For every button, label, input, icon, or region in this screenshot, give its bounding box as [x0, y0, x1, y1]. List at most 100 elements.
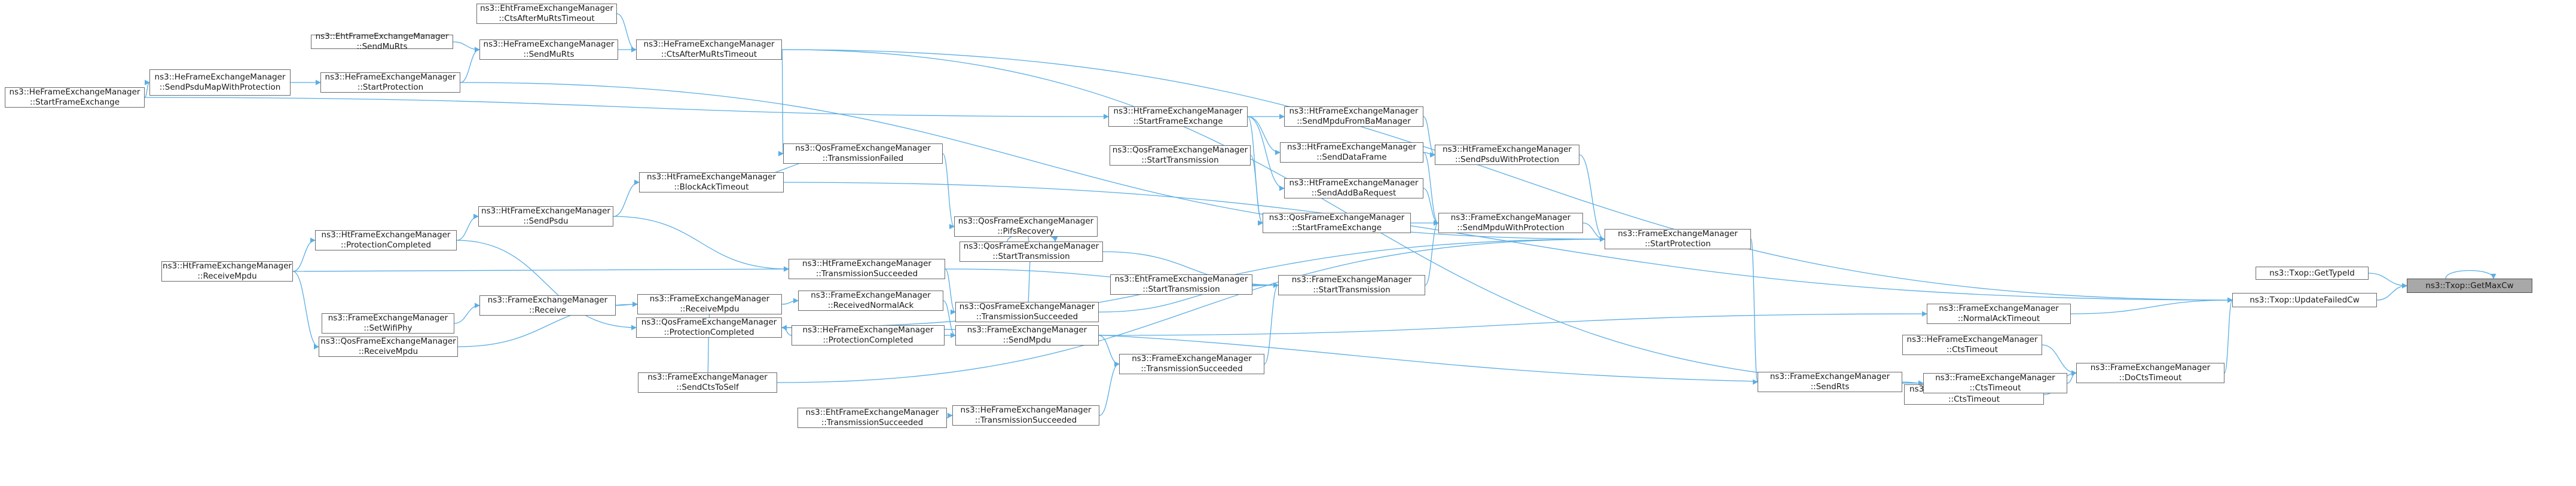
- node-label-line-1: ns3::EhtFrameExchangeManager: [805, 408, 939, 417]
- call-edge: [1425, 220, 1439, 286]
- node-label-line-2: ::StartProtection: [357, 82, 424, 92]
- call-edge: [292, 271, 319, 350]
- node-label-line-2: ::ProtectionCompleted: [664, 328, 754, 337]
- node-label-line-1: ns3::QosFrameExchangeManager: [1112, 145, 1248, 155]
- graph-node-ht-block-ack-timeout[interactable]: ns3::HtFrameExchangeManager::BlockAckTim…: [639, 172, 784, 192]
- graph-node-qos-transmission-failed[interactable]: ns3::QosFrameExchangeManager::Transmissi…: [783, 143, 943, 164]
- graph-node-ht-send-add-ba-request[interactable]: ns3::HtFrameExchangeManager::SendAddBaRe…: [1284, 178, 1423, 198]
- graph-node-eht-send-mu-rts[interactable]: ns3::EhtFrameExchangeManager::SendMuRts: [311, 32, 453, 51]
- graph-node-fem-send-rts[interactable]: ns3::FrameExchangeManager::SendRts: [1758, 372, 1902, 392]
- node-label-line-2: ::SendMpduWithProtection: [1457, 223, 1564, 233]
- node-label-line-2: ::StartProtection: [1645, 239, 1711, 249]
- node-label-line-2: ::CtsAfterMuRtsTimeout: [661, 50, 757, 59]
- node-label-line-1: ns3::HtFrameExchangeManager: [1113, 106, 1243, 116]
- call-edge: [1099, 361, 1120, 416]
- graph-node-qos-transmission-succeeded[interactable]: ns3::QosFrameExchangeManager::Transmissi…: [955, 302, 1099, 322]
- graph-node-he-cts-timeout[interactable]: ns3::HeFrameExchangeManager::CtsTimeout: [1902, 335, 2042, 355]
- node-label-line-1: ns3::QosFrameExchangeManager: [958, 216, 1094, 226]
- graph-node-fem-normal-ack-timeout[interactable]: ns3::FrameExchangeManager::NormalAckTime…: [1927, 304, 2071, 324]
- node-label-line-2: ::ReceiveMpdu: [197, 271, 257, 281]
- graph-node-qos-protection-completed[interactable]: ns3::QosFrameExchangeManager::Protection…: [636, 317, 782, 338]
- call-edge: [781, 49, 2233, 303]
- graph-node-eht-transmission-succeeded[interactable]: ns3::EhtFrameExchangeManager::Transmissi…: [797, 408, 947, 428]
- graph-node-fem-send-mpdu-with-protection[interactable]: ns3::FrameExchangeManager::SendMpduWithP…: [1438, 213, 1583, 233]
- graph-node-qos-pifs-recovery[interactable]: ns3::QosFrameExchangeManager::PifsRecove…: [954, 216, 1098, 237]
- call-edge: [1098, 335, 1120, 367]
- node-label-line-2: ::ReceiveMpdu: [358, 347, 418, 356]
- graph-node-qos-receive-mpdu[interactable]: ns3::QosFrameExchangeManager::ReceiveMpd…: [319, 337, 458, 357]
- graph-node-txop-get-max-cw[interactable]: ns3::Txop::GetMaxCw: [2407, 279, 2532, 293]
- graph-node-qos-start-frame-exchange[interactable]: ns3::QosFrameExchangeManager::StartFrame…: [1263, 213, 1411, 233]
- node-label-line-1: ns3::FrameExchangeManager: [811, 291, 931, 300]
- graph-node-ht-send-psdu[interactable]: ns3::HtFrameExchangeManager::SendPsdu: [478, 206, 613, 227]
- call-edge: [1247, 116, 1285, 191]
- call-edge: [2070, 297, 2233, 314]
- graph-node-ht-protection-completed[interactable]: ns3::HtFrameExchangeManager::ProtectionC…: [315, 230, 457, 250]
- graph-node-fem-transmission-succeeded[interactable]: ns3::FrameExchangeManager::TransmissionS…: [1119, 354, 1264, 374]
- graph-node-fem-do-cts-timeout[interactable]: ns3::FrameExchangeManager::DoCtsTimeout: [2076, 363, 2224, 383]
- graph-node-ht-send-mpdu-from-ba-manager[interactable]: ns3::HtFrameExchangeManager::SendMpduFro…: [1284, 106, 1423, 127]
- node-label-line-2: ::SendCtsToSelf: [676, 383, 739, 392]
- call-edge: [945, 268, 956, 315]
- graph-node-he-start-protection[interactable]: ns3::HeFrameExchangeManager::StartProtec…: [320, 72, 460, 93]
- graph-node-fem-start-protection[interactable]: ns3::FrameExchangeManager::StartProtecti…: [1605, 229, 1751, 249]
- graph-node-fem-receive[interactable]: ns3::FrameExchangeManager::Receive: [479, 295, 616, 316]
- node-label-line-2: ::StartFrameExchange: [1133, 117, 1223, 126]
- call-edge: [2067, 370, 2077, 384]
- node-label-line-1: ns3::HtFrameExchangeManager: [481, 206, 610, 216]
- call-edge: [616, 13, 637, 53]
- call-edge: [2368, 273, 2407, 289]
- graph-node-fem-send-cts-to-self[interactable]: ns3::FrameExchangeManager::SendCtsToSelf: [638, 372, 777, 393]
- node-label-line-1: ns3::QosFrameExchangeManager: [320, 337, 456, 346]
- graph-node-fem-receive-mpdu[interactable]: ns3::FrameExchangeManager::ReceiveMpdu: [637, 294, 782, 314]
- node-label-line-2: ::TransmissionSucceeded: [821, 418, 924, 427]
- graph-node-fem-start-transmission[interactable]: ns3::FrameExchangeManager::StartTransmis…: [1278, 275, 1425, 295]
- call-edge: [781, 298, 799, 305]
- graph-node-ht-receive-mpdu[interactable]: ns3::HtFrameExchangeManager::ReceiveMpdu: [161, 261, 293, 282]
- node-label-line-2: ::ReceiveMpdu: [680, 304, 740, 314]
- node-label-line-1: ns3::EhtFrameExchangeManager: [1114, 274, 1248, 284]
- node-label-line-1: ns3::FrameExchangeManager: [1450, 213, 1571, 222]
- node-label-line-2: ::TransmissionSucceeded: [815, 269, 918, 279]
- graph-node-ht-start-frame-exchange-he[interactable]: ns3::HeFrameExchangeManager::StartFrameE…: [5, 87, 145, 108]
- call-edge: [1264, 282, 1279, 365]
- graph-node-he-send-psdu-map-prot[interactable]: ns3::HeFrameExchangeManager::SendPsduMap…: [149, 69, 291, 96]
- graph-node-ht-start-frame-exchange[interactable]: ns3::HtFrameExchangeManager::StartFrameE…: [1108, 106, 1248, 127]
- graph-node-fem-cts-timeout[interactable]: ns3::FrameExchangeManager::CtsTimeout: [1923, 373, 2067, 393]
- graph-node-eht-start-transmission[interactable]: ns3::EhtFrameExchangeManager::StartTrans…: [1110, 274, 1252, 295]
- graph-node-ht-transmission-succeeded[interactable]: ns3::HtFrameExchangeManager::Transmissio…: [789, 259, 945, 279]
- node-label-line-2: ::StartTransmission: [1141, 155, 1219, 165]
- graph-node-fem-set-wifi-phy[interactable]: ns3::FrameExchangeManager::SetWifiPhy: [322, 313, 454, 334]
- call-edge: [1423, 116, 1435, 158]
- node-label-line-2: ::CtsTimeout: [1948, 395, 2000, 404]
- node-label-line-2: ::StartTransmission: [992, 252, 1070, 261]
- graph-node-txop-update-failed-cw[interactable]: ns3::Txop::UpdateFailedCw: [2232, 293, 2377, 307]
- node-label-line-2: ::ProtectionCompleted: [823, 335, 913, 345]
- node-label-line-2: ::CtsAfterMuRtsTimeout: [499, 14, 595, 23]
- node-label-line-1: ns3::EhtFrameExchangeManager: [480, 4, 613, 13]
- graph-node-he-protection-completed[interactable]: ns3::HeFrameExchangeManager::ProtectionC…: [792, 325, 945, 346]
- node-label-line-1: ns3::FrameExchangeManager: [649, 294, 770, 304]
- graph-node-he-cts-after-mu-rts-timeout[interactable]: ns3::HeFrameExchangeManager::CtsAfterMuR…: [636, 39, 782, 60]
- graph-node-fem-send-mpdu[interactable]: ns3::FrameExchangeManager::SendMpdu: [955, 325, 1099, 346]
- node-label-line-1: ns3::HtFrameExchangeManager: [163, 261, 292, 271]
- node-label-line-2: ::SendMpduFromBaManager: [1297, 117, 1411, 126]
- node-label-line-2: ::BlockAckTimeout: [674, 182, 749, 192]
- graph-node-txop-get-type-id[interactable]: ns3::Txop::GetTypeId: [2256, 267, 2369, 280]
- call-edge: [292, 266, 789, 272]
- node-label-line-2: ::TransmissionSucceeded: [974, 415, 1077, 425]
- graph-node-he-send-mu-rts[interactable]: ns3::HeFrameExchangeManager::SendMuRts: [479, 39, 618, 60]
- graph-node-fem-received-normal-ack[interactable]: ns3::FrameExchangeManager::ReceivedNorma…: [798, 291, 943, 311]
- node-label-line-1: ns3::FrameExchangeManager: [1770, 372, 1890, 381]
- graph-node-ht-send-data-frame[interactable]: ns3::HtFrameExchangeManager::SendDataFra…: [1280, 142, 1423, 163]
- graph-node-he-transmission-succeeded[interactable]: ns3::HeFrameExchangeManager::Transmissio…: [952, 405, 1099, 426]
- graph-node-qos-start-transmission[interactable]: ns3::QosFrameExchangeManager::StartTrans…: [959, 242, 1103, 262]
- graph-node-qos-start-transmission-2[interactable]: ns3::QosFrameExchangeManager::StartTrans…: [1110, 145, 1251, 166]
- node-label-line-1: ns3::HeFrameExchangeManager: [483, 39, 615, 49]
- node-label-line-1: ns3::FrameExchangeManager: [1939, 304, 2059, 313]
- node-label-line-1: ns3::HeFrameExchangeManager: [643, 39, 775, 49]
- node-label-line-1: ns3::EhtFrameExchangeManager: [315, 32, 449, 41]
- node-label-line-1: ns3::HtFrameExchangeManager: [802, 259, 931, 268]
- graph-node-ht-send-psdu-with-protection[interactable]: ns3::HtFrameExchangeManager::SendPsduWit…: [1435, 145, 1579, 165]
- graph-node-eht-cts-after-mu-rts-timeout[interactable]: ns3::EhtFrameExchangeManager::CtsAfterMu…: [476, 4, 617, 24]
